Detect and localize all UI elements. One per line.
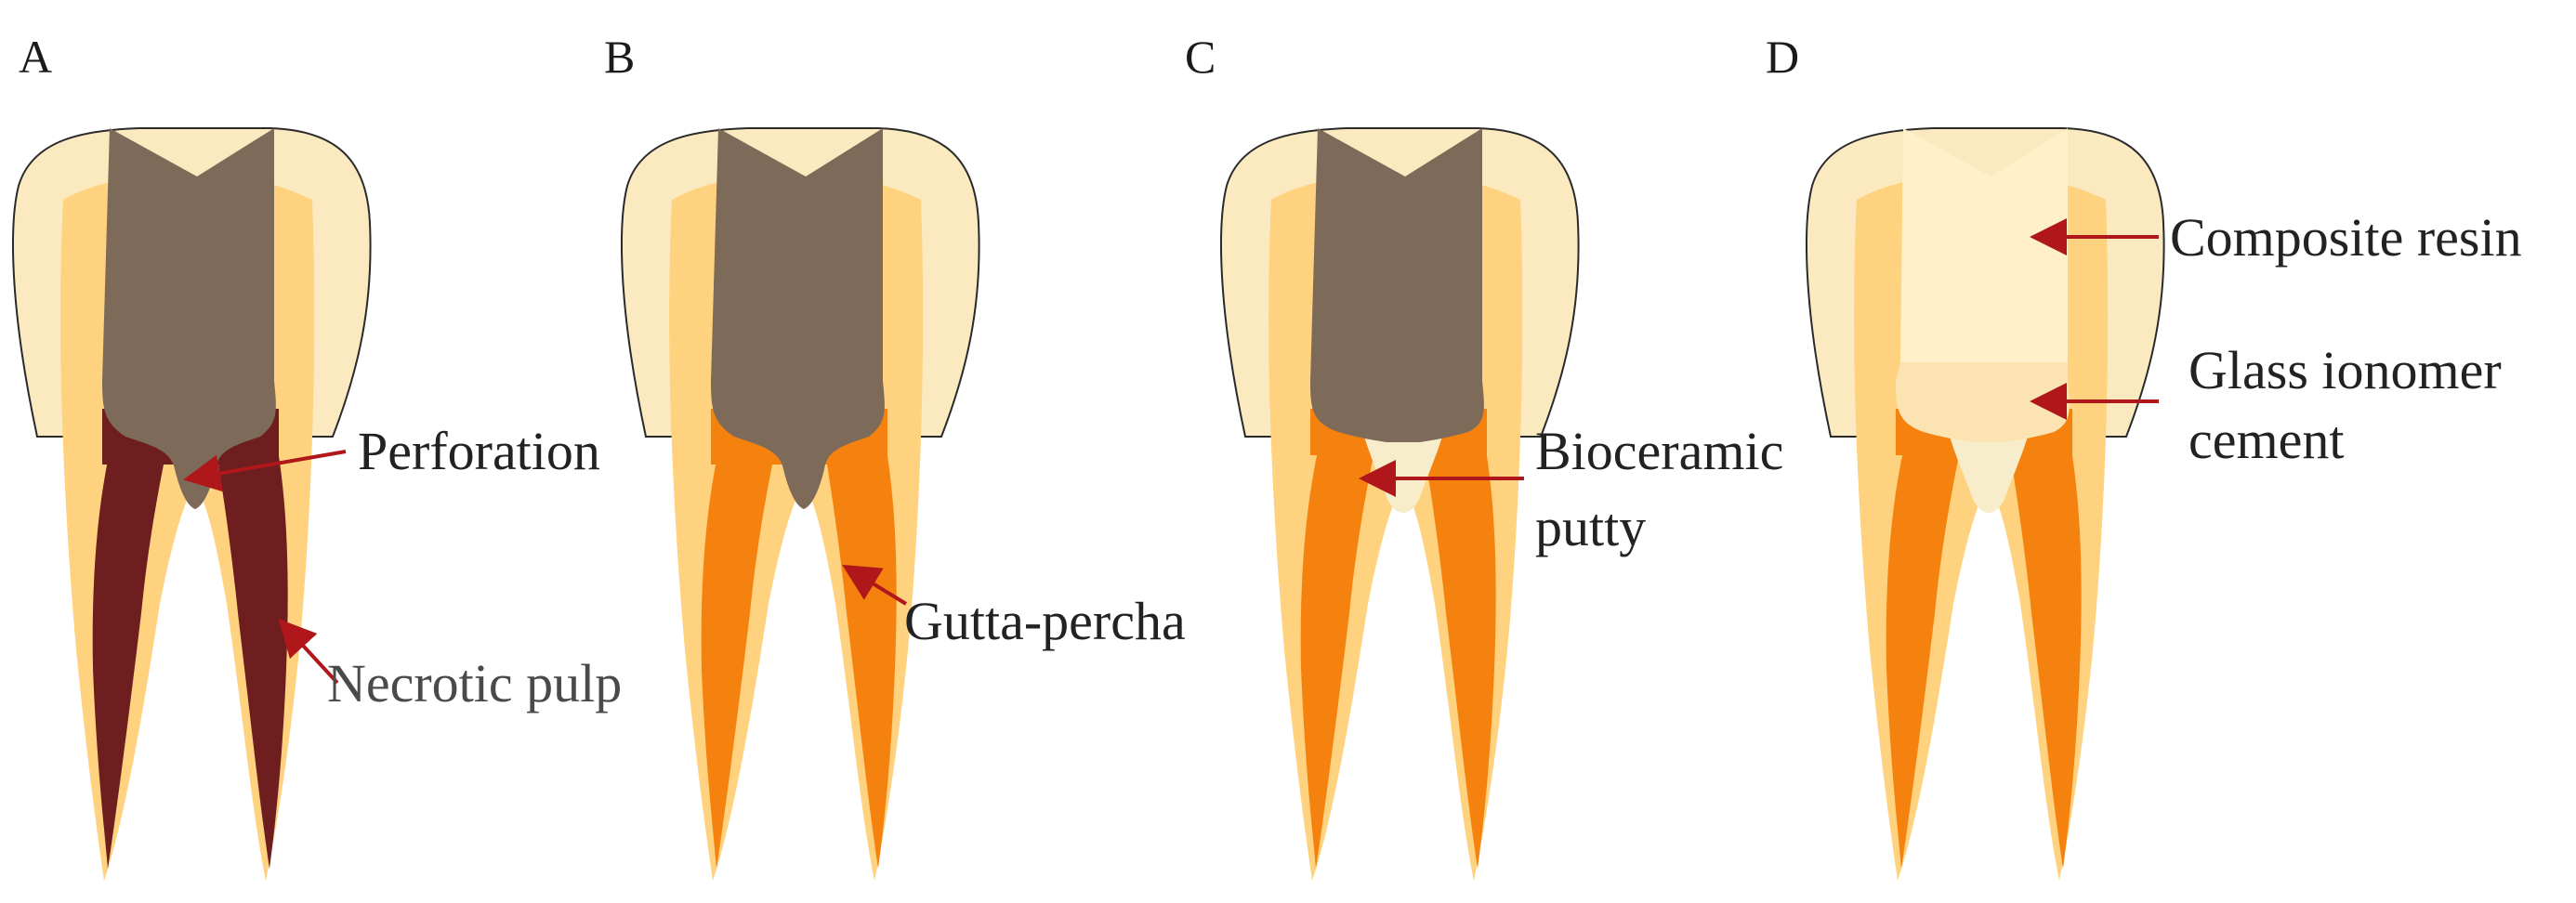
label-composite-resin: Composite resin (2170, 207, 2522, 268)
gutta-percha-distal (1424, 409, 1496, 869)
label-glass-ionomer-line2: cement (2188, 410, 2344, 470)
label-bioceramic-line2: putty (1535, 497, 1646, 557)
tooth-d (1806, 127, 2165, 881)
panel-c: C Bioceramic putty (1185, 31, 1783, 881)
gutta-percha-arrow (842, 564, 908, 606)
gutta-percha-distal (824, 409, 897, 869)
label-glass-ionomer-line1: Glass ionomer (2188, 340, 2502, 400)
tooth-c (1220, 127, 1580, 881)
necrotic-pulp-distal (216, 409, 288, 869)
access-cavity (102, 128, 276, 509)
panel-b: B Gutta-percha (604, 31, 1186, 881)
composite-resin-layer (1900, 128, 2068, 362)
access-cavity (1310, 128, 1484, 442)
label-perforation: Perforation (358, 421, 600, 481)
tooth-a (12, 127, 372, 881)
perforation-arrow (183, 450, 347, 492)
necrotic-pulp-mesial (92, 409, 167, 869)
label-gutta-percha: Gutta-percha (904, 591, 1186, 651)
gutta-percha-mesial (701, 409, 776, 869)
panel-letter-d: D (1766, 31, 1799, 83)
label-bioceramic-line1: Bioceramic (1535, 421, 1783, 481)
access-cavity (711, 128, 885, 509)
panel-letter-a: A (19, 31, 52, 83)
panel-letter-c: C (1185, 31, 1216, 83)
bioceramic-putty (1364, 437, 1442, 513)
label-necrotic-pulp: Necrotic pulp (327, 653, 622, 713)
panel-a: A Perforation Necrotic pulp (12, 31, 622, 881)
panel-d: D Composite resin Glass ionomer cement (1766, 31, 2522, 881)
gutta-percha-mesial (1886, 409, 1961, 869)
glass-ionomer-layer (1896, 362, 2070, 442)
gutta-percha-distal (2009, 409, 2082, 869)
tooth-b (621, 127, 980, 881)
necrotic-pulp-arrow (278, 619, 339, 685)
gutta-percha-mesial (1300, 409, 1375, 869)
bioceramic-putty (1950, 437, 2028, 513)
panel-letter-b: B (604, 31, 635, 83)
